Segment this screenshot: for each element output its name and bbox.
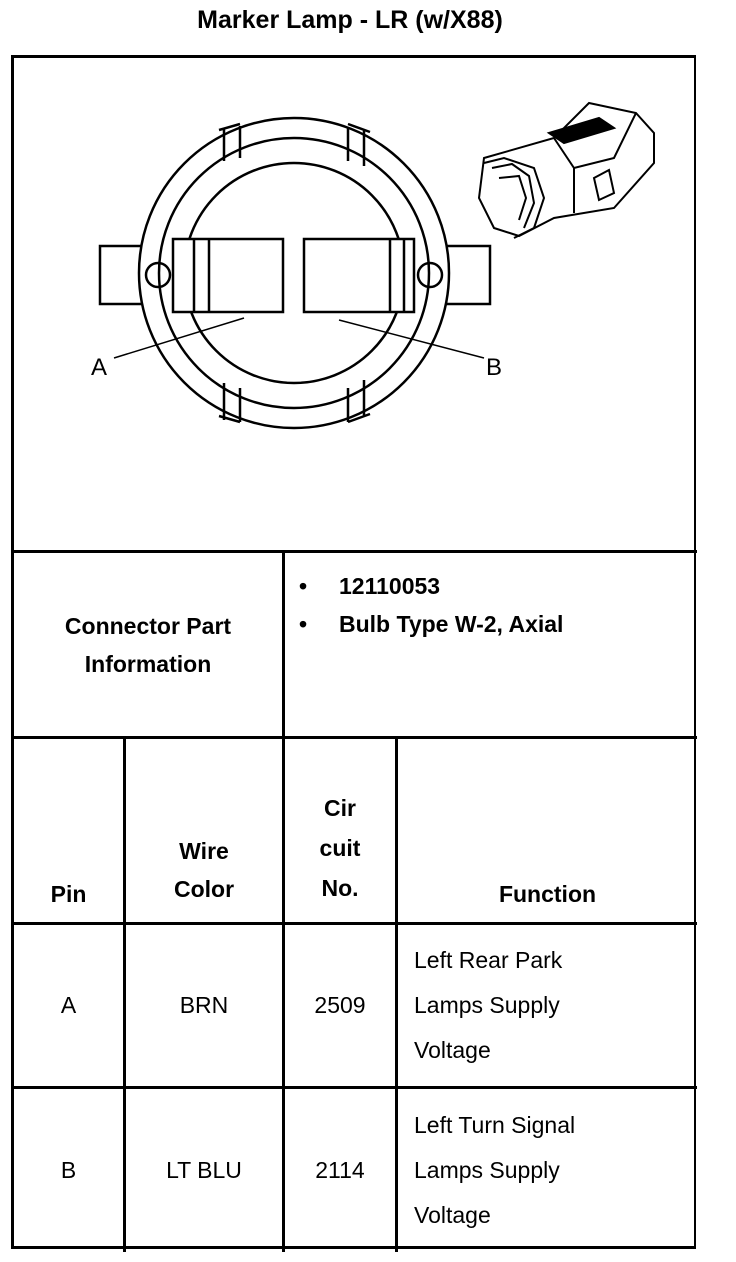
bullet-item: •Bulb Type W-2, Axial <box>299 605 697 643</box>
divider <box>14 736 697 739</box>
row-a-wire-color: BRN <box>179 992 229 1018</box>
bottom-left-lug <box>218 383 242 424</box>
connector-body-icon <box>477 101 655 239</box>
header-function: Function <box>498 881 597 907</box>
leader-b <box>338 319 485 359</box>
row-a-circuit: 2509 <box>314 992 366 1018</box>
top-left-lug <box>218 122 242 161</box>
row-b-pin: B <box>60 1157 77 1183</box>
row-b-circuit: 2114 <box>315 1157 365 1183</box>
divider <box>14 922 697 925</box>
row-a-function: Left Rear Park Lamps Supply Voltage <box>414 947 563 1063</box>
middle-ring <box>157 136 431 410</box>
header-wire-color: Wire Color <box>173 838 235 902</box>
divider <box>282 550 285 1252</box>
leader-a <box>113 317 245 359</box>
connector-info-label: Connector Part Information <box>64 612 232 677</box>
top-right-lug <box>346 122 371 166</box>
right-hole <box>416 261 444 289</box>
row-b-wire-color: LT BLU <box>166 1157 242 1183</box>
connector-info-bullets: •12110053 •Bulb Type W-2, Axial <box>285 553 697 736</box>
label-a: A <box>91 354 107 381</box>
connector-diagram: A B <box>91 101 655 430</box>
page-title: Marker Lamp - LR (w/X88) <box>197 6 503 34</box>
row-a-pin: A <box>60 992 77 1018</box>
left-hole <box>144 261 172 289</box>
header-circuit-no: Cir cuit No. <box>319 795 361 901</box>
right-tab <box>444 244 492 306</box>
header-pin: Pin <box>50 881 87 907</box>
left-tab <box>98 244 144 306</box>
part-number: 12110053 <box>339 573 441 599</box>
terminal-b <box>302 237 416 314</box>
connector-table: A B Connector Part Information •12110053… <box>11 55 697 1252</box>
divider <box>14 1086 697 1089</box>
bulb-type: Bulb Type W-2, Axial <box>339 611 564 637</box>
bullet-item: •12110053 <box>299 567 697 605</box>
label-b: B <box>486 354 502 381</box>
bottom-right-lug <box>346 380 371 424</box>
divider <box>14 550 697 553</box>
divider <box>395 736 398 1252</box>
terminal-a <box>171 237 285 314</box>
row-b-function: Left Turn Signal Lamps Supply Voltage <box>414 1112 576 1228</box>
divider <box>123 736 126 1252</box>
